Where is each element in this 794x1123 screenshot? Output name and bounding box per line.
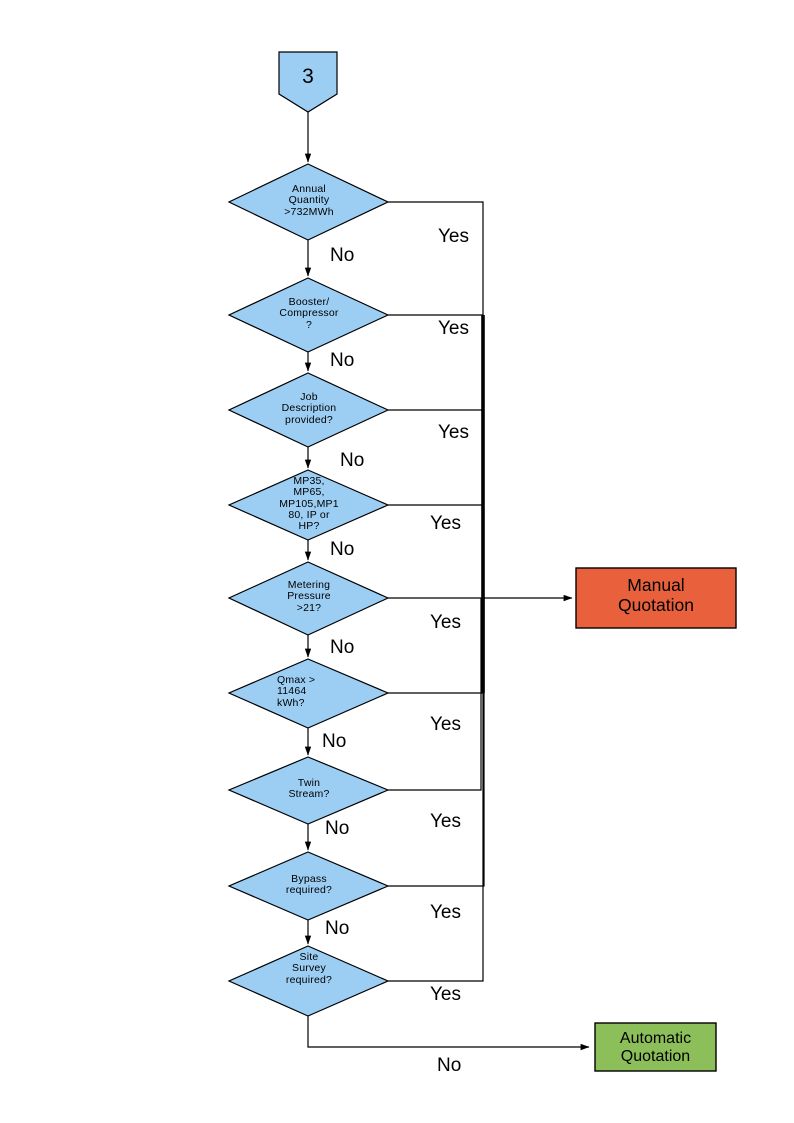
decision-twin-stream[interactable]: [227, 756, 390, 825]
decision-annual-quantity[interactable]: [227, 163, 390, 241]
edge-label-yes-site-survey: Yes: [430, 984, 461, 1005]
edge-label-yes-annual-quantity: Yes: [438, 226, 469, 247]
edge-label-no-annual-quantity: No: [330, 245, 355, 266]
terminal-automatic-quotation[interactable]: [594, 1022, 717, 1072]
edge-label-no-job-description: No: [340, 450, 365, 471]
decision-meter-type[interactable]: [227, 469, 390, 541]
decision-qmax[interactable]: [227, 658, 390, 729]
edge-label-yes-bypass: Yes: [430, 902, 461, 923]
edge-label-no-booster-compressor: No: [330, 350, 355, 371]
edge-label-no-bypass: No: [325, 918, 350, 939]
edge-label-no-qmax: No: [322, 731, 347, 752]
start-node-3[interactable]: [278, 51, 338, 113]
edge-yes-booster-compressor: [388, 314, 484, 598]
edge-label-yes-job-description: Yes: [438, 422, 469, 443]
decision-metering-pressure[interactable]: [227, 561, 390, 636]
edge-label-yes-metering-pressure: Yes: [430, 612, 461, 633]
decision-site-survey[interactable]: [227, 945, 390, 1017]
edge-no-site-survey-to-automatic: [307, 1016, 590, 1051]
decision-job-description[interactable]: [227, 372, 390, 448]
decision-booster-compressor[interactable]: [227, 277, 390, 353]
edge-label-yes-twin-stream: Yes: [430, 811, 461, 832]
edge-yes-site-survey: [388, 598, 484, 982]
edge-label-yes-booster-compressor: Yes: [438, 318, 469, 339]
edge-yes-twin-stream: [388, 598, 482, 791]
edge-yes-bypass: [388, 598, 485, 887]
edge-label-no-metering-pressure: No: [330, 637, 355, 658]
decision-bypass[interactable]: [227, 851, 390, 921]
terminal-manual-quotation[interactable]: [575, 567, 737, 629]
edge-label-no-meter-type: No: [330, 539, 355, 560]
edge-label-yes-qmax: Yes: [430, 714, 461, 735]
edge-label-no-twin-stream: No: [325, 818, 350, 839]
edge-label-no-final: No: [437, 1055, 462, 1076]
edge-label-yes-meter-type: Yes: [430, 513, 461, 534]
edge-yes-annual-quantity: [388, 201, 484, 598]
